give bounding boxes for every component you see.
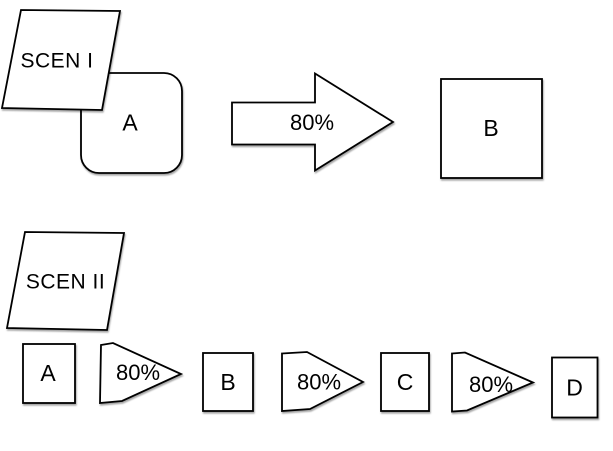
scenario-2-group: SCEN II A 80% B 80% C 80% D xyxy=(5,231,599,419)
scen2-arrow-1-label: 80% xyxy=(116,360,160,385)
scen2-node-a-label: A xyxy=(40,360,56,386)
scen2-node-d-label: D xyxy=(566,375,583,401)
scen2-node-c-square xyxy=(380,352,430,412)
scen2-node-a-square xyxy=(22,343,76,404)
scen1-arrow-shape xyxy=(231,71,395,173)
scen1-node-b-square xyxy=(440,78,543,179)
scen1-title-parallelogram xyxy=(0,9,122,111)
scen2-arrow-2-shape xyxy=(281,351,365,412)
scen2-node-c-label: C xyxy=(397,369,414,395)
scen2-title-label: SCEN II xyxy=(26,271,105,294)
scen1-arrow-label: 80% xyxy=(290,110,334,135)
scen2-arrow-3-shape xyxy=(451,351,536,413)
scen2-node-d-square xyxy=(551,356,599,419)
scen2-arrow-1-shape xyxy=(99,342,184,404)
scen1-node-b-label: B xyxy=(483,115,498,141)
scen1-node-a-label: A xyxy=(122,110,138,136)
scen1-title-label: SCEN I xyxy=(20,50,93,73)
scen2-node-b-square xyxy=(202,352,254,412)
scen2-node-b-label: B xyxy=(220,369,235,395)
scenario-1-group: SCEN I A 80% B xyxy=(0,9,543,179)
scen2-title-parallelogram xyxy=(5,231,126,331)
scen2-arrow-3-label: 80% xyxy=(469,372,513,397)
scen2-arrow-2-label: 80% xyxy=(297,370,341,395)
scen1-node-a-rounded-square xyxy=(80,72,183,174)
